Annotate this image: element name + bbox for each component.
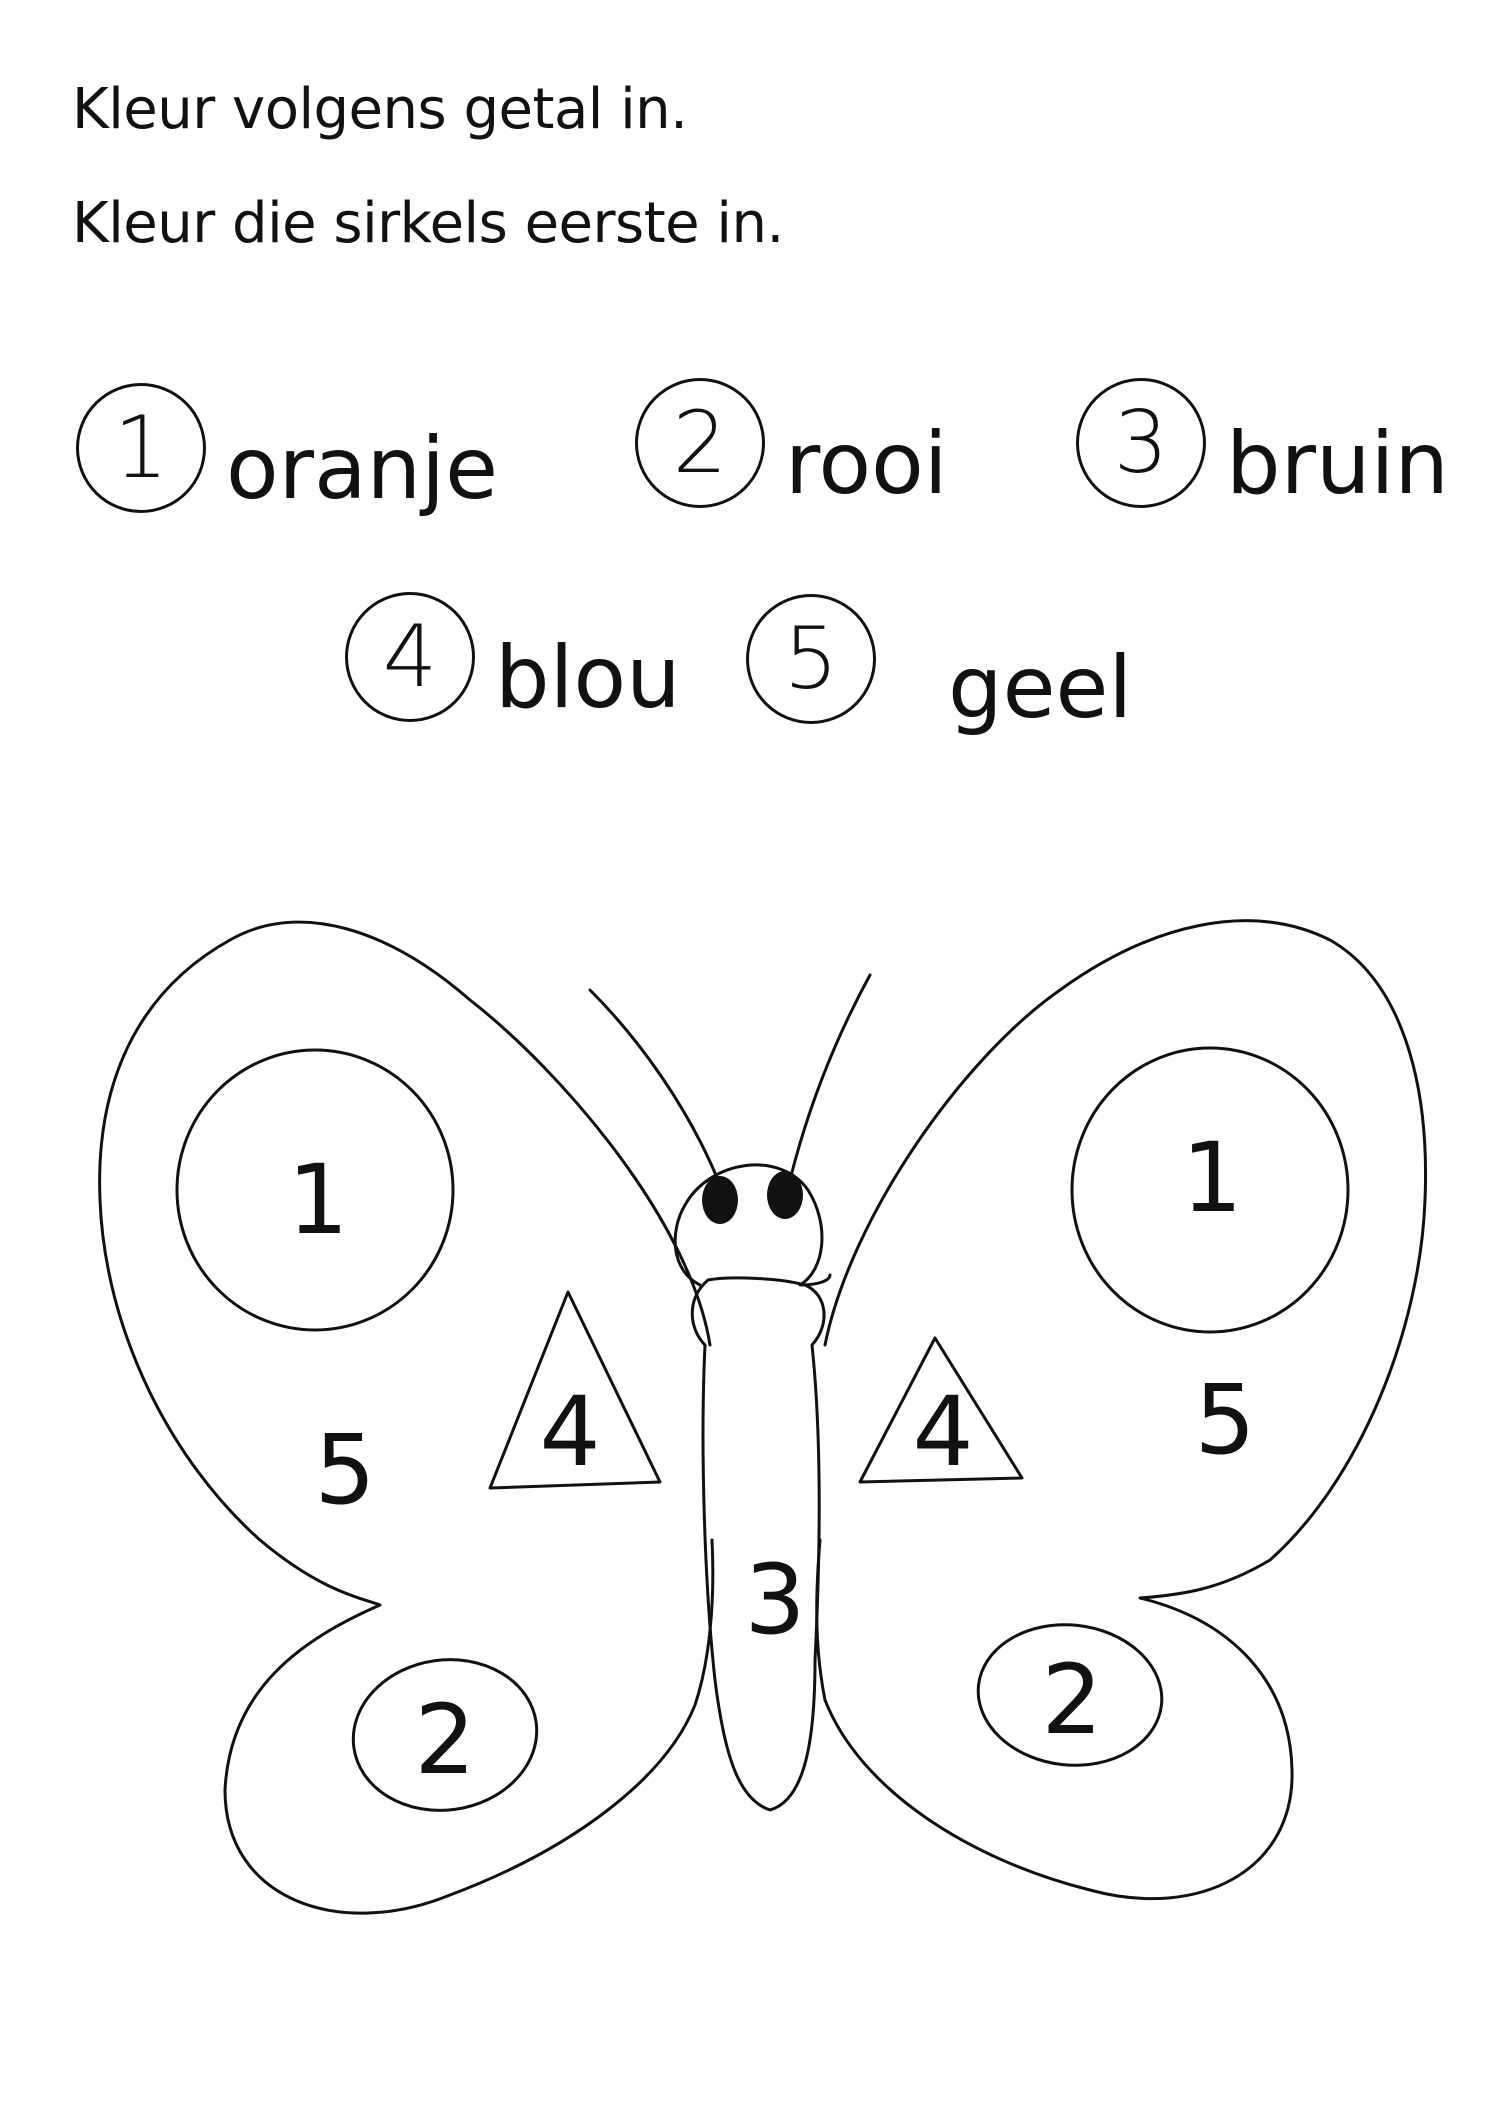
right-eye	[767, 1171, 803, 1219]
color-key-rooi: 2 rooi	[635, 378, 948, 508]
key-number-circle: 2	[635, 378, 765, 508]
left-wing-outline	[98, 920, 715, 1915]
instruction-line-2: Kleur die sirkels eerste in.	[72, 191, 784, 256]
key-color-word: bruin	[1226, 414, 1449, 514]
left-triangle	[488, 1290, 662, 1490]
instruction-line-1: Kleur volgens getal in.	[72, 77, 688, 142]
key-number-circle: 1	[76, 383, 206, 513]
butterfly-head	[673, 1163, 832, 1287]
right-antenna	[788, 973, 872, 1182]
right-upper-circle	[1070, 1046, 1350, 1334]
left-upper-circle-number: 1	[287, 1144, 348, 1256]
key-color-word: geel	[948, 638, 1133, 738]
right-triangle-number: 4	[912, 1376, 973, 1488]
key-number-circle: 3	[1076, 378, 1206, 508]
left-lower-oval-number: 2	[414, 1684, 475, 1796]
right-triangle	[858, 1336, 1024, 1484]
right-lower-oval	[976, 1623, 1164, 1767]
color-key-geel: 5 geel	[746, 587, 1132, 731]
body-number: 3	[744, 1544, 805, 1656]
key-color-word: blou	[495, 628, 681, 728]
color-key-blou: 4 blou	[345, 592, 681, 722]
left-antenna	[588, 988, 722, 1187]
color-key-oranje: 1 oranje	[76, 383, 498, 513]
left-eye	[702, 1176, 738, 1224]
key-number-circle: 5	[746, 594, 876, 724]
color-key-bruin: 3 bruin	[1076, 378, 1449, 508]
right-wing-outline	[815, 919, 1428, 1900]
left-lower-oval	[351, 1658, 539, 1812]
right-wing-number: 5	[1194, 1364, 1255, 1476]
left-triangle-number: 4	[539, 1376, 600, 1488]
left-wing-number: 5	[314, 1414, 375, 1526]
right-lower-oval-number: 2	[1041, 1644, 1102, 1756]
right-upper-circle-number: 1	[1181, 1122, 1242, 1234]
key-color-word: rooi	[785, 414, 948, 514]
left-upper-circle	[175, 1048, 455, 1332]
butterfly-body	[690, 1276, 826, 1812]
key-color-word: oranje	[226, 419, 498, 519]
key-number-circle: 4	[345, 592, 475, 722]
